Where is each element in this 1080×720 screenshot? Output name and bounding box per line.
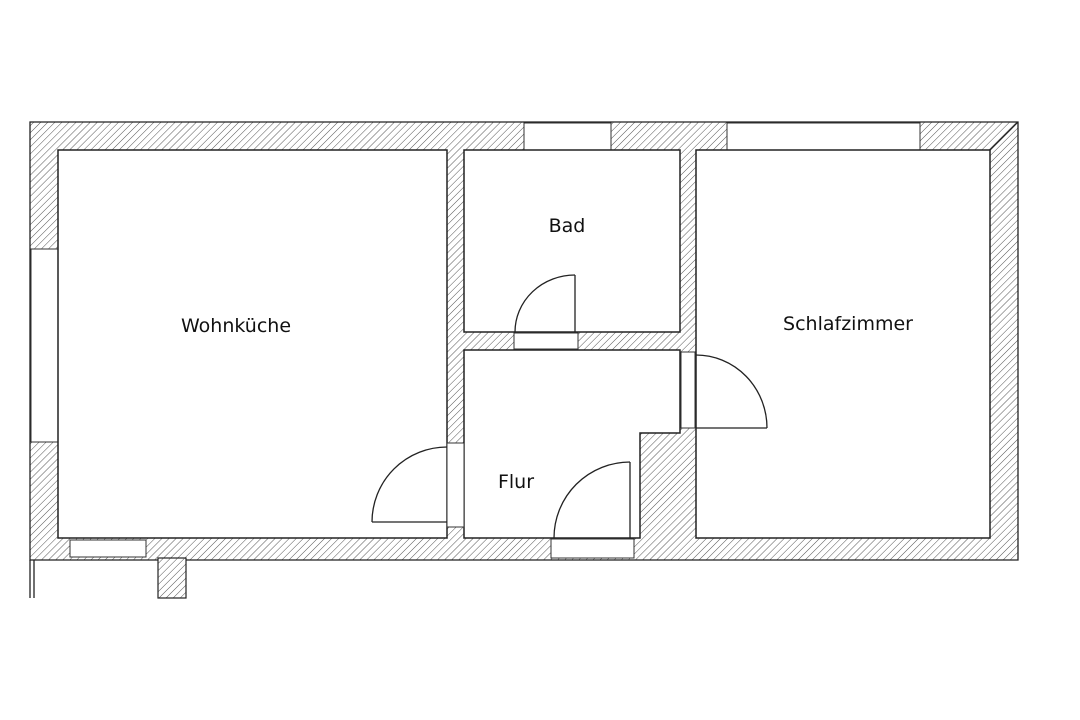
label-schlafzimmer: Schlafzimmer [783,313,913,335]
window-bottom [69,539,147,558]
door-schlafzimmer[interactable] [695,354,768,429]
door-wohnkueche[interactable] [371,446,448,523]
pillar [157,557,187,599]
window-bad [523,122,612,151]
door-flur[interactable] [553,461,631,539]
label-bad: Bad [549,215,586,237]
room-wohnkueche [57,149,448,539]
window-schlafzimmer [726,122,921,151]
door-bad[interactable] [514,274,576,333]
label-wohnkueche: Wohnküche [181,315,291,337]
room-schlafzimmer [695,149,991,539]
label-flur: Flur [498,471,534,493]
door-openings [446,332,696,559]
window-left [30,248,59,443]
room-flur [463,349,681,539]
room-bad [463,149,681,333]
